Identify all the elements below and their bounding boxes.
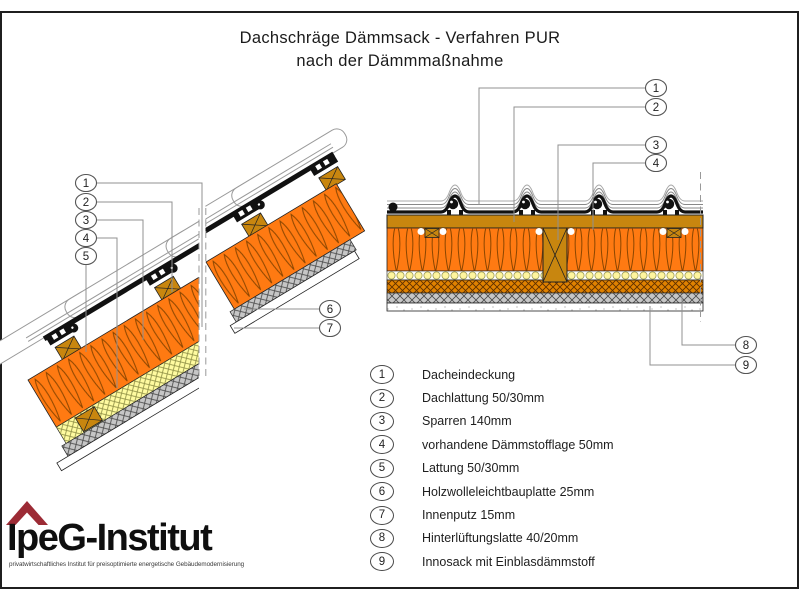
logo-tagline: privatwirtschaftliches Institut für prei… bbox=[9, 561, 245, 568]
callout-number: 3 bbox=[83, 215, 89, 227]
callout-8-right: 8 bbox=[734, 335, 758, 355]
callout-number: 7 bbox=[327, 323, 333, 335]
tile-interlock-knobs bbox=[388, 198, 679, 216]
legend-label: vorhandene Dämmstofflage 50mm bbox=[422, 437, 614, 452]
legend-label: Lattung 50/30mm bbox=[422, 461, 520, 476]
legend-label: Hinterlüftungslatte 40/20mm bbox=[422, 531, 579, 546]
legend-row: 3 Sparren 140mm bbox=[370, 410, 614, 433]
rafter bbox=[542, 227, 568, 283]
legend-number-badge: 8 bbox=[370, 528, 394, 548]
break-lines-left bbox=[198, 208, 207, 378]
left-detail-drawing bbox=[0, 128, 366, 472]
legend-number-badge: 1 bbox=[370, 365, 394, 385]
logo-wordmark: IpeG-Institut bbox=[7, 517, 213, 559]
figure-frame bbox=[0, 11, 799, 589]
title-line-1: Dachschräge Dämmsack - Verfahren PUR bbox=[239, 29, 561, 47]
legend-row: 2 Dachlattung 50/30mm bbox=[370, 386, 614, 409]
callout-1-right: 1 bbox=[644, 78, 668, 98]
callout-number: 8 bbox=[743, 340, 749, 352]
legend-row: 4 vorhandene Dämmstofflage 50mm bbox=[370, 433, 614, 456]
callout-9-right: 9 bbox=[734, 355, 758, 375]
callout-5-left: 5 bbox=[74, 246, 98, 266]
tile-line bbox=[42, 235, 199, 341]
callout-7-left: 7 bbox=[318, 318, 342, 338]
sack-notches bbox=[417, 228, 689, 235]
callout-number: 5 bbox=[83, 251, 89, 263]
legend-number-badge: 5 bbox=[370, 458, 394, 478]
callouts: 1 2 3 4 5 6 7 1 2 3 4 8 9 bbox=[74, 78, 758, 375]
legend-number-badge: 6 bbox=[370, 482, 394, 502]
legend-label: Holzwolleleichtbauplatte 25mm bbox=[422, 484, 595, 499]
callout-number: 2 bbox=[83, 197, 89, 209]
legend-label: Innenputz 15mm bbox=[422, 508, 516, 523]
callout-number: 4 bbox=[83, 233, 90, 245]
callout-number: 9 bbox=[743, 360, 749, 372]
title-line-2: nach der Dämmmaßnahme bbox=[296, 52, 504, 70]
callout-1-left: 1 bbox=[74, 173, 98, 193]
sloped-upper-section bbox=[205, 128, 366, 334]
callout-number: 6 bbox=[327, 304, 333, 316]
woodwool-texture bbox=[387, 293, 703, 303]
callout-number: 2 bbox=[653, 102, 659, 114]
callout-3-right: 3 bbox=[644, 135, 668, 155]
legend-label: Dachlattung 50/30mm bbox=[422, 391, 545, 406]
legend-row: 1 Dacheindeckung bbox=[370, 363, 614, 386]
logo-roof-icon bbox=[6, 501, 48, 525]
legend-label: Sparren 140mm bbox=[422, 414, 512, 429]
legend-row: 9 Innosack mit Einblasdämmstoff bbox=[370, 550, 614, 573]
sloped-lower-section bbox=[0, 168, 199, 472]
legend-row: 6 Holzwolleleichtbauplatte 25mm bbox=[370, 480, 614, 503]
legend-number-badge: 4 bbox=[370, 435, 394, 455]
callout-6-left: 6 bbox=[318, 299, 342, 319]
roof-tile-contours bbox=[387, 184, 703, 216]
callout-number: 3 bbox=[653, 140, 659, 152]
legend-row: 5 Lattung 50/30mm bbox=[370, 457, 614, 480]
legend: 1 Dacheindeckung 2 Dachlattung 50/30mm 3 Sp… bbox=[370, 363, 614, 574]
right-detail-drawing bbox=[386, 172, 704, 322]
roof-batten-layer bbox=[386, 214, 704, 229]
legend-number-badge: 3 bbox=[370, 411, 394, 431]
legend-row: 7 Innenputz 15mm bbox=[370, 503, 614, 526]
leader-lines bbox=[85, 87, 736, 388]
callout-3-left: 3 bbox=[74, 210, 98, 230]
ventilation-texture bbox=[387, 280, 703, 293]
callout-2-right: 2 bbox=[644, 97, 668, 117]
plaster-texture bbox=[387, 303, 703, 311]
legend-row: 8 Hinterlüftungslatte 40/20mm bbox=[370, 527, 614, 550]
legend-number-badge: 9 bbox=[370, 552, 394, 572]
legend-number-badge: 7 bbox=[370, 505, 394, 525]
tile-hooks-and-battens bbox=[44, 261, 182, 361]
callout-2-left: 2 bbox=[74, 192, 98, 212]
callout-number: 4 bbox=[653, 158, 660, 170]
callout-number: 1 bbox=[83, 178, 89, 190]
legend-label: Dacheindeckung bbox=[422, 367, 516, 382]
counter-battens bbox=[424, 228, 682, 238]
callout-4-right: 4 bbox=[644, 153, 668, 173]
legend-number-badge: 2 bbox=[370, 388, 394, 408]
legend-label: Innosack mit Einblasdämmstoff bbox=[422, 554, 595, 569]
callout-number: 1 bbox=[653, 83, 659, 95]
callout-4-left: 4 bbox=[74, 228, 98, 248]
page-title: Dachschräge Dämmsack - Verfahren PUR nac… bbox=[0, 27, 800, 73]
